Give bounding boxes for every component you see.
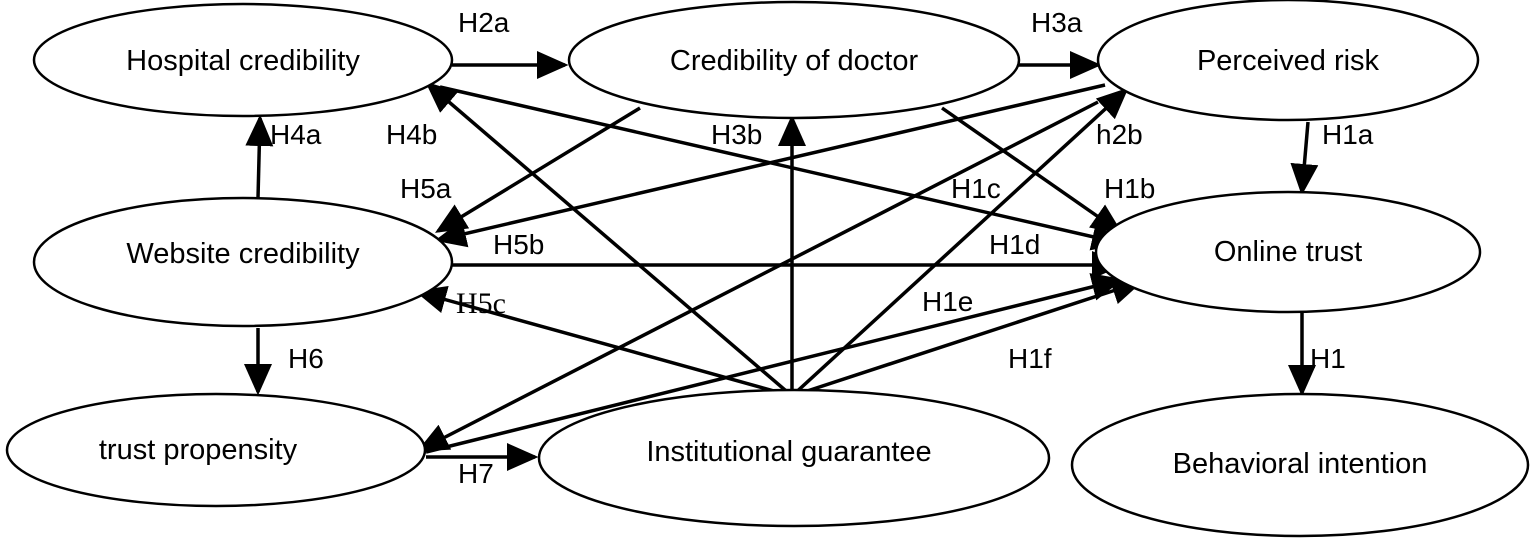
edge-hospital-to-trust [439,85,1124,251]
node-credibility-of-doctor: Credibility of doctor [567,0,1021,120]
node-label: Online trust [1214,236,1362,268]
label-h3b: H3b [711,119,762,150]
node-label: trust propensity [99,434,298,466]
node-online-trust: Online trust [1094,190,1482,314]
edge-risk-to-propensity [416,100,1099,452]
label-h3a: H3a [1031,7,1083,38]
node-label: Behavioral intention [1173,448,1428,480]
node-behavioral-intention: Behavioral intention [1070,392,1530,538]
label-h5c: H5c [456,287,506,320]
node-institutional-guarantee: Institutional guarantee [537,388,1051,528]
node-hospital-credibility: Hospital credibility [32,2,454,118]
label-h1e: H1e [922,286,973,317]
label-h4a: H4a [270,119,322,150]
edge-propensity-to-trust [425,273,1124,454]
nodes: Hospital credibility Credibility of doct… [5,0,1530,538]
node-website-credibility: Website credibility [32,196,454,328]
edge-guarantee-to-risk [790,87,1129,398]
edge-website-to-hospital [245,114,274,199]
node-label: Institutional guarantee [646,436,931,468]
label-h1b: H1b [1104,173,1155,204]
node-label: Website credibility [126,238,360,270]
label-h1: H1 [1310,343,1346,374]
hypothesis-labels: H2a H3a H4a H4b H3b h2b H1a H5a H1c H1b … [270,7,1374,489]
label-h6: H6 [288,343,324,374]
label-h7: H7 [458,458,494,489]
node-label: Perceived risk [1197,45,1380,77]
edge-doctor-to-website [435,106,641,233]
label-h2b: h2b [1096,119,1143,150]
label-h2a: H2a [458,7,510,38]
label-h5a: H5a [400,173,452,204]
edge-doctor-to-trust [940,106,1123,235]
edge-guarantee-to-hospital [425,81,794,398]
edge-risk-to-trust [1290,121,1319,196]
node-trust-propensity: trust propensity [5,392,427,508]
label-h5b: H5b [493,229,544,260]
node-label: Hospital credibility [126,45,360,77]
label-h1a: H1a [1322,119,1374,150]
edges [244,51,1319,471]
label-h1c: H1c [951,173,1001,204]
label-h4b: H4b [386,119,437,150]
edge-guarantee-to-website [414,286,793,398]
label-h1d: H1d [989,229,1040,260]
label-h1f: H1f [1008,343,1052,374]
node-label: Credibility of doctor [670,45,919,77]
edge-guarantee-to-trust [791,277,1144,398]
node-perceived-risk: Perceived risk [1096,0,1480,122]
